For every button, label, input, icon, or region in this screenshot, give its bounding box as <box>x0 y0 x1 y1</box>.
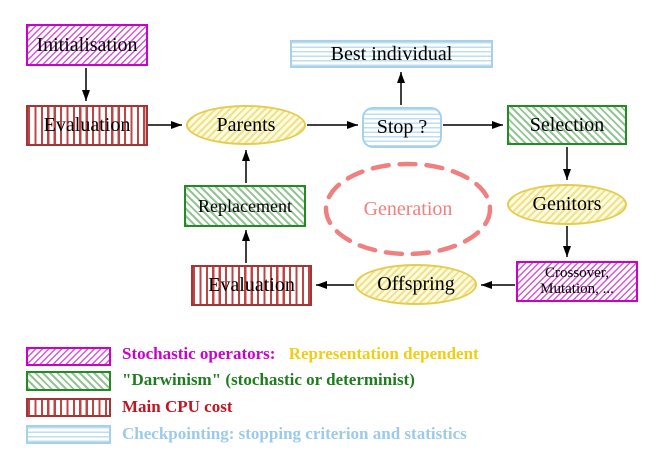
best-individual-box: Best individual <box>290 40 493 68</box>
genitors-ellipse: Genitors <box>507 184 627 225</box>
legend-checkpointing-text: Checkpointing: stopping criterion and st… <box>122 424 467 443</box>
parents-label: Parents <box>216 113 276 136</box>
offspring-ellipse: Offspring <box>355 264 477 305</box>
parents-ellipse: Parents <box>186 105 306 145</box>
generation-label-box: Generation <box>326 189 490 229</box>
legend-representation-text: Representation dependent <box>288 344 479 363</box>
crossover-line2: Mutation, ... <box>540 280 614 297</box>
crossover-mutation-box: Crossover, Mutation, ... <box>516 261 638 302</box>
stop-label: Stop ? <box>376 116 428 138</box>
evaluation-bottom-label: Evaluation <box>208 274 295 296</box>
legend-row-darwinism: "Darwinism" (stochastic or determinist) <box>122 370 415 390</box>
legend-swatch-stochastic <box>26 347 111 366</box>
generation-dashed-ellipse <box>323 161 493 257</box>
replacement-label: Replacement <box>198 195 292 216</box>
initialisation-box: Initialisation <box>26 24 148 66</box>
stop-box: Stop ? <box>362 107 442 148</box>
generation-label: Generation <box>363 197 453 220</box>
legend-row-stochastic: Stochastic operators: Representation dep… <box>122 344 479 364</box>
evaluation-top-label: Evaluation <box>43 114 131 136</box>
legend-row-checkpointing: Checkpointing: stopping criterion and st… <box>122 424 467 444</box>
genitors-label: Genitors <box>532 193 602 215</box>
legend-row-cpu-cost: Main CPU cost <box>122 397 232 417</box>
legend-swatch-cpu-cost <box>26 398 111 417</box>
initialisation-label: Initialisation <box>36 33 138 56</box>
best-individual-label: Best individual <box>330 42 453 65</box>
selection-box: Selection <box>507 105 627 145</box>
evaluation-bottom-box: Evaluation <box>191 265 312 306</box>
legend-cpu-cost-text: Main CPU cost <box>122 397 233 416</box>
offspring-label: Offspring <box>377 273 455 295</box>
legend-stochastic-text: Stochastic operators: <box>122 344 276 363</box>
replacement-box: Replacement <box>184 185 306 227</box>
evaluation-top-box: Evaluation <box>26 105 148 146</box>
legend-swatch-darwinism <box>26 371 111 391</box>
legend-swatch-checkpointing <box>26 425 111 444</box>
legend-darwinism-text: "Darwinism" (stochastic or determinist) <box>122 370 415 389</box>
crossover-line1: Crossover, <box>545 264 609 281</box>
selection-label: Selection <box>529 113 605 136</box>
